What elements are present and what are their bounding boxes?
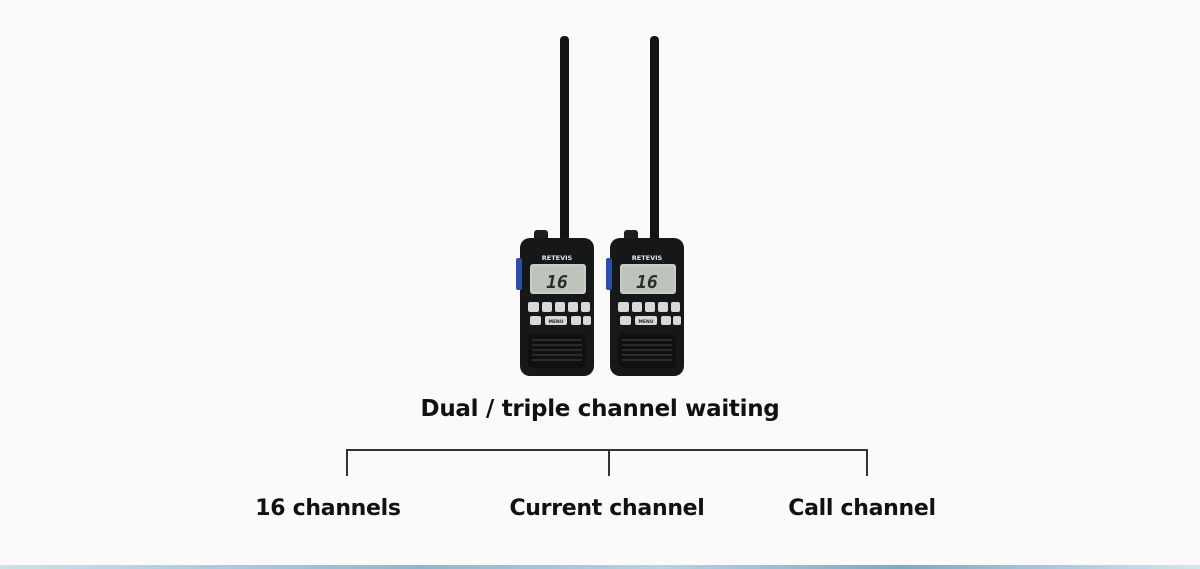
diagram-heading: Dual / triple channel waiting — [420, 396, 780, 422]
menu-key-label: MENU — [549, 319, 564, 325]
handheld-radio-image: RETEVIS 16 MENU — [516, 36, 594, 376]
menu-key-label: MENU — [639, 319, 654, 325]
brand-text: RETEVIS — [542, 254, 573, 262]
branch-label-current-channel: Current channel — [509, 496, 705, 521]
display-channel: 16 — [546, 272, 568, 293]
radio-left: RETEVIS 16 MENU — [514, 30, 604, 380]
radio-right: RETEVIS 16 MENU — [604, 30, 694, 380]
bottom-decorative-strip — [0, 565, 1200, 569]
display-channel: 16 — [636, 272, 658, 293]
brand-text: RETEVIS — [632, 254, 663, 262]
branch-label-call-channel: Call channel — [788, 496, 936, 521]
branch-connector-lines — [346, 449, 868, 476]
handheld-radio-image: RETEVIS 16 MENU — [606, 36, 684, 376]
branch-label-16-channels: 16 channels — [255, 496, 401, 521]
